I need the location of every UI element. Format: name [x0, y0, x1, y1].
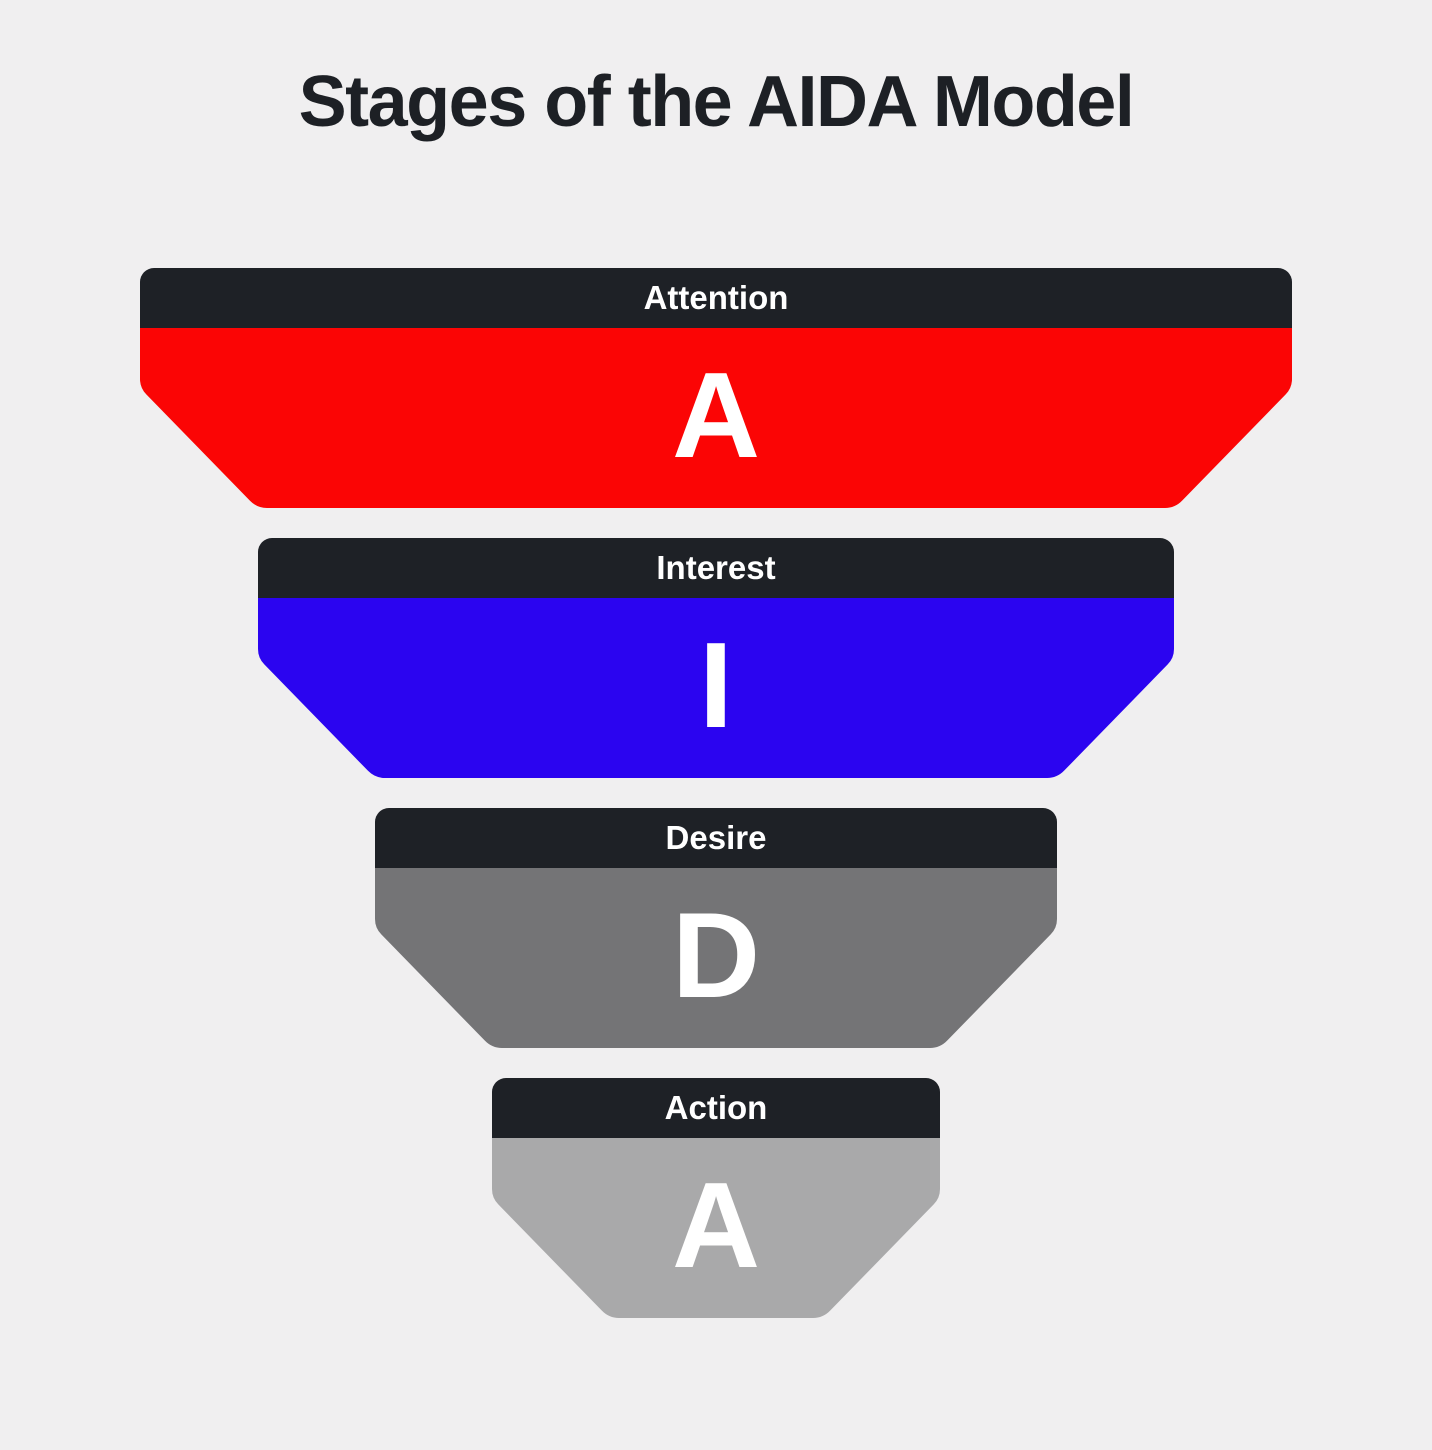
stage-header: Action [492, 1078, 940, 1138]
stage-body: A [140, 328, 1292, 508]
stage-body: I [258, 598, 1174, 778]
funnel-trapezoid-shape [492, 1138, 940, 1318]
funnel-stage-interest: Interest I [258, 538, 1174, 778]
funnel-stage-attention: Attention A [140, 268, 1292, 508]
funnel-trapezoid-shape [375, 868, 1057, 1048]
funnel-trapezoid-shape [140, 328, 1292, 508]
stage-label: Action [664, 1088, 768, 1126]
stage-body: D [375, 868, 1057, 1048]
stage-label: Attention [643, 278, 789, 316]
stage-body: A [492, 1138, 940, 1318]
stage-header: Attention [140, 268, 1292, 328]
page-title: Stages of the AIDA Model [298, 62, 1135, 142]
stage-label: Desire [665, 818, 767, 856]
stage-header: Interest [258, 538, 1174, 598]
funnel-stage-action: Action A [492, 1078, 940, 1318]
funnel-trapezoid-shape [258, 598, 1174, 778]
stage-header: Desire [375, 808, 1057, 868]
stage-label: Interest [656, 548, 776, 586]
funnel-stage-desire: Desire D [375, 808, 1057, 1048]
